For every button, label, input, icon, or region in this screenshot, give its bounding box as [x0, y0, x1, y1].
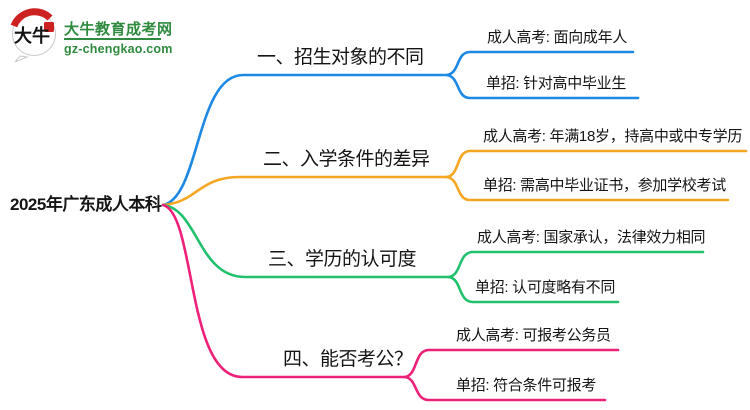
branch-1-child-1-line	[445, 50, 635, 77]
site-logo[interactable]: 大牛 大牛教育成考网 gz-chengkao.com	[8, 6, 178, 62]
logo-bubble-icon: 大牛	[10, 8, 56, 62]
branch-3-label: 三、学历的认可度	[268, 249, 417, 270]
logo-divider	[64, 38, 161, 40]
branch-1-child-2-line	[445, 73, 640, 100]
logo-url: gz-chengkao.com	[64, 42, 173, 56]
branch-1-label: 一、招生对象的不同	[257, 47, 424, 68]
branch-3-child-2-label: 单招: 认可度略有不同	[475, 279, 616, 296]
branch-4-child-1-label: 成人高考: 可报考公务员	[456, 327, 611, 344]
branch-4-child-2-line	[403, 375, 607, 402]
branch-3-child-1-line	[447, 250, 705, 279]
branch-2-child-1-label: 成人高考: 年满18岁，持高中或中专学历	[483, 128, 743, 145]
branch-4-label: 四、能否考公？	[283, 349, 413, 370]
branch-1-child-2-label: 单招: 针对高中毕业生	[486, 75, 627, 92]
branch-2-child-2-label: 单招: 需高中毕业证书，参加学校考试	[483, 177, 726, 194]
branch-2-child-1-line	[445, 149, 748, 179]
branch-1-lines	[161, 50, 640, 207]
branch-3-main-line	[161, 203, 451, 279]
branch-1-main-line	[161, 73, 449, 207]
branch-3-child-2-line	[447, 275, 620, 304]
root-topic: 2025年广东成人本科	[10, 195, 162, 214]
branch-4-child-2-label: 单招: 符合条件可报考	[456, 377, 597, 394]
branch-2-child-2-line	[445, 175, 730, 202]
branch-2-lines	[161, 149, 748, 207]
branch-2-main-line	[161, 175, 449, 207]
branch-4-child-1-line	[403, 348, 620, 379]
branch-4-lines	[161, 203, 620, 402]
branch-3-child-1-label: 成人高考: 国家承认，法律效力相同	[477, 229, 706, 246]
branch-4-main-line	[161, 203, 407, 379]
branch-1-child-1-label: 成人高考: 面向成年人	[487, 29, 628, 46]
logo-title: 大牛教育成考网	[64, 21, 173, 38]
logo-icon-text: 大牛	[14, 25, 50, 47]
branch-3-lines	[161, 203, 705, 304]
branch-2-label: 二、入学条件的差异	[263, 149, 430, 170]
